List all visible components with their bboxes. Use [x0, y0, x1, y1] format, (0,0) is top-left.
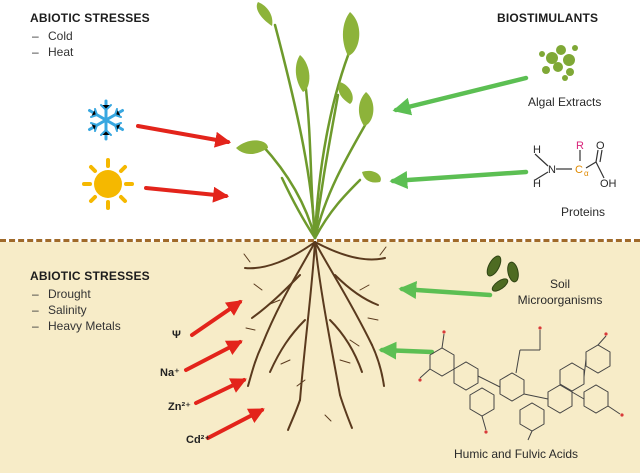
ion-label-na: Na⁺	[160, 367, 180, 379]
formula-c: C	[575, 164, 583, 176]
sun-icon	[82, 158, 134, 210]
formula-oh: OH	[600, 178, 617, 190]
above-stress-list: Cold Heat	[30, 28, 150, 60]
stress-arrows	[136, 124, 265, 440]
plant	[236, 2, 381, 240]
ion-label-psi: Ψ	[172, 329, 181, 341]
below-stress-title: ABIOTIC STRESSES	[30, 269, 150, 283]
formula-r: R	[576, 140, 584, 152]
roots	[244, 241, 386, 431]
below-stress-item: Drought	[30, 286, 150, 302]
protein-structure	[534, 149, 605, 181]
root-hairs	[243, 246, 387, 422]
biostimulant-arrows	[378, 75, 529, 360]
below-stress-item: Heavy Metals	[30, 318, 150, 334]
soil-label-line2: Microorganisms	[517, 293, 603, 307]
algal-extracts-label: Algal Extracts	[528, 95, 602, 109]
soil-surface-line	[0, 239, 640, 242]
formula-alpha: α	[584, 169, 589, 178]
formula-h2: H	[533, 178, 541, 190]
bacteria-icon	[486, 255, 519, 292]
biostimulants-title: BIOSTIMULANTS	[497, 11, 599, 25]
ion-label-cd: Cd²⁺	[186, 434, 211, 446]
humic-molecule	[419, 330, 621, 441]
formula-n: N	[548, 164, 556, 176]
soil-label-line1: Soil	[549, 277, 570, 291]
humic-molecule-heteroatoms	[418, 326, 624, 434]
algae-icon	[539, 45, 578, 81]
above-stress-title: ABIOTIC STRESSES	[30, 11, 150, 25]
soil-microorganisms-label: Soil Microorganisms	[500, 276, 620, 308]
below-stress-item: Salinity	[30, 302, 150, 318]
above-stress-block: ABIOTIC STRESSES Cold Heat	[30, 10, 150, 60]
below-stress-list: Drought Salinity Heavy Metals	[30, 286, 150, 334]
formula-h1: H	[533, 144, 541, 156]
ion-label-zn: Zn²⁺	[168, 401, 191, 413]
proteins-label: Proteins	[561, 205, 606, 219]
formula-o: O	[596, 140, 605, 152]
below-stress-block: ABIOTIC STRESSES Drought Salinity Heavy …	[30, 268, 150, 334]
above-stress-item: Cold	[30, 28, 150, 44]
humic-fulvic-label: Humic and Fulvic Acids	[454, 447, 579, 461]
above-stress-item: Heat	[30, 44, 150, 60]
snowflake-icon	[88, 99, 124, 141]
